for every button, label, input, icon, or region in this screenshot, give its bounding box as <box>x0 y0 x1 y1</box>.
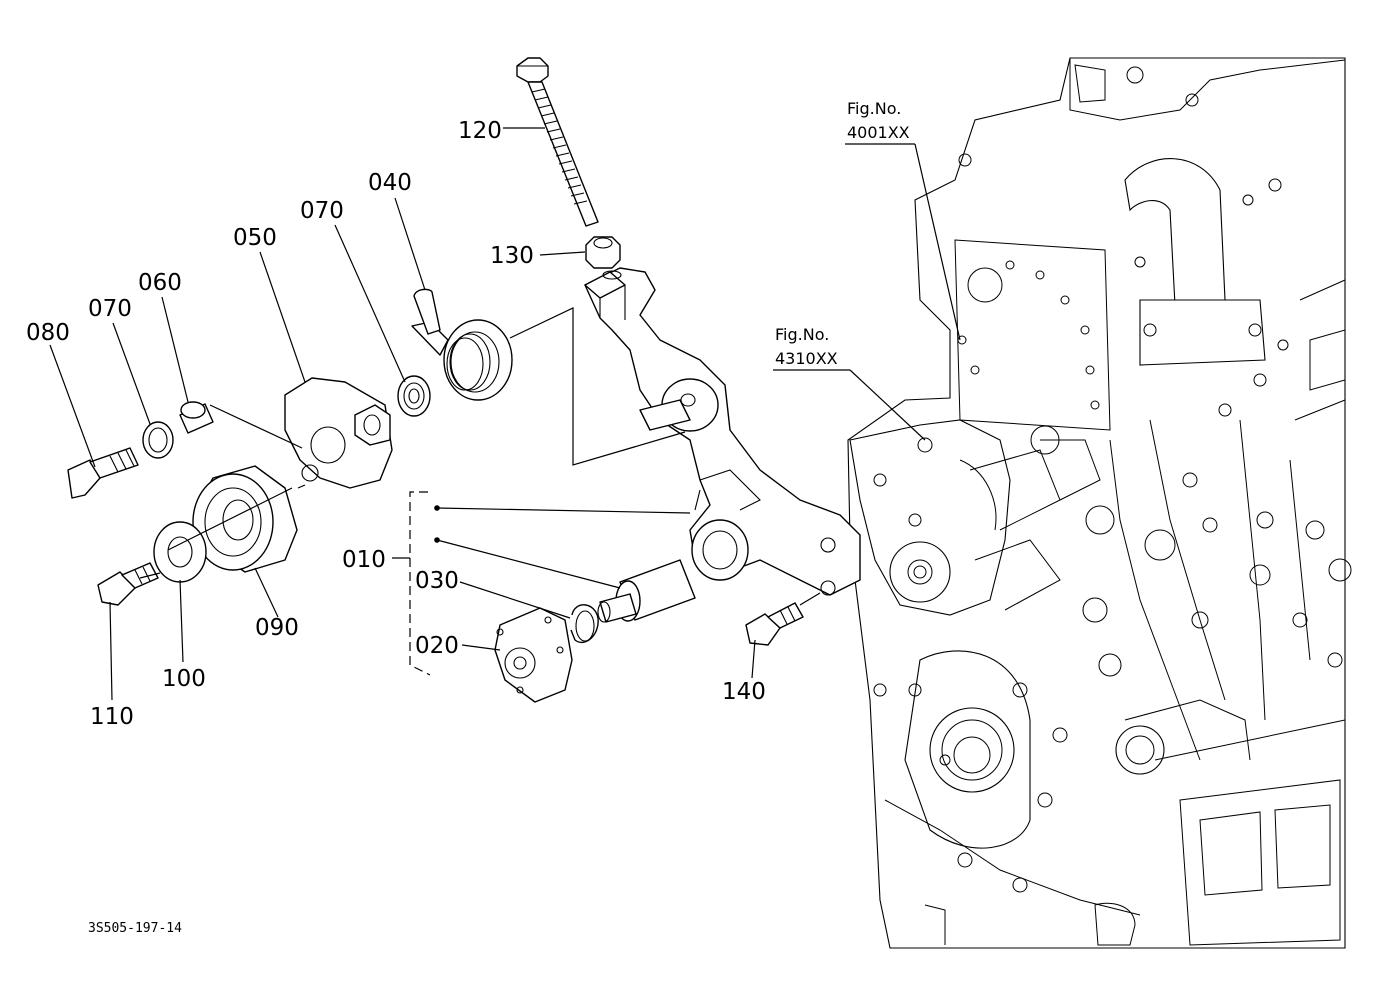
nut-130 <box>585 236 621 269</box>
label-070-upper: 070 <box>300 198 344 224</box>
bearing-070-upper <box>397 375 431 417</box>
label-040: 040 <box>368 170 412 196</box>
label-080: 080 <box>26 320 70 346</box>
figure-ref-4310xx-line2: 4310XX <box>775 349 838 368</box>
figure-ref-4001xx-leader <box>845 143 961 341</box>
figure-ref-4001xx-line2: 4001XX <box>847 123 910 142</box>
label-010: 010 <box>342 547 386 573</box>
bearing-070-lower <box>142 421 174 459</box>
drawing-code: 3S505-197-14 <box>88 921 182 936</box>
label-030: 030 <box>415 568 459 594</box>
sleeve-060 <box>179 401 214 434</box>
bolt-110 <box>97 562 159 606</box>
idler-pulley-090 <box>192 465 298 573</box>
label-120: 120 <box>458 118 502 144</box>
bolt-120 <box>516 57 599 227</box>
engine-block <box>847 57 1352 949</box>
figure-ref-4310xx-line1: Fig.No. <box>775 325 829 344</box>
tensioner-bracket <box>584 267 861 596</box>
label-140: 140 <box>722 679 766 705</box>
bolt-140 <box>745 602 804 646</box>
pivot-sleeve <box>597 559 696 623</box>
figure-ref-labels: Fig.No. 4001XX Fig.No. 4310XX <box>775 99 910 368</box>
label-060: 060 <box>138 270 182 296</box>
label-100: 100 <box>162 666 206 692</box>
figure-ref-4310xx-leader <box>773 369 926 441</box>
part-labels: 120 130 040 070 050 060 070 080 010 030 … <box>26 118 766 730</box>
washer-100 <box>153 521 207 583</box>
flange-020 <box>494 607 573 703</box>
bolt-080 <box>67 447 139 499</box>
tensioner-arm-050 <box>284 377 393 489</box>
leader-lines <box>49 127 821 701</box>
label-020: 020 <box>415 633 459 659</box>
torsion-spring-040 <box>411 288 513 401</box>
label-070-lower: 070 <box>88 296 132 322</box>
label-110: 110 <box>90 704 134 730</box>
label-130: 130 <box>490 243 534 269</box>
figure-ref-4001xx-line1: Fig.No. <box>847 99 901 118</box>
label-050: 050 <box>233 225 277 251</box>
snap-ring-030 <box>570 604 599 644</box>
label-090: 090 <box>255 615 299 641</box>
